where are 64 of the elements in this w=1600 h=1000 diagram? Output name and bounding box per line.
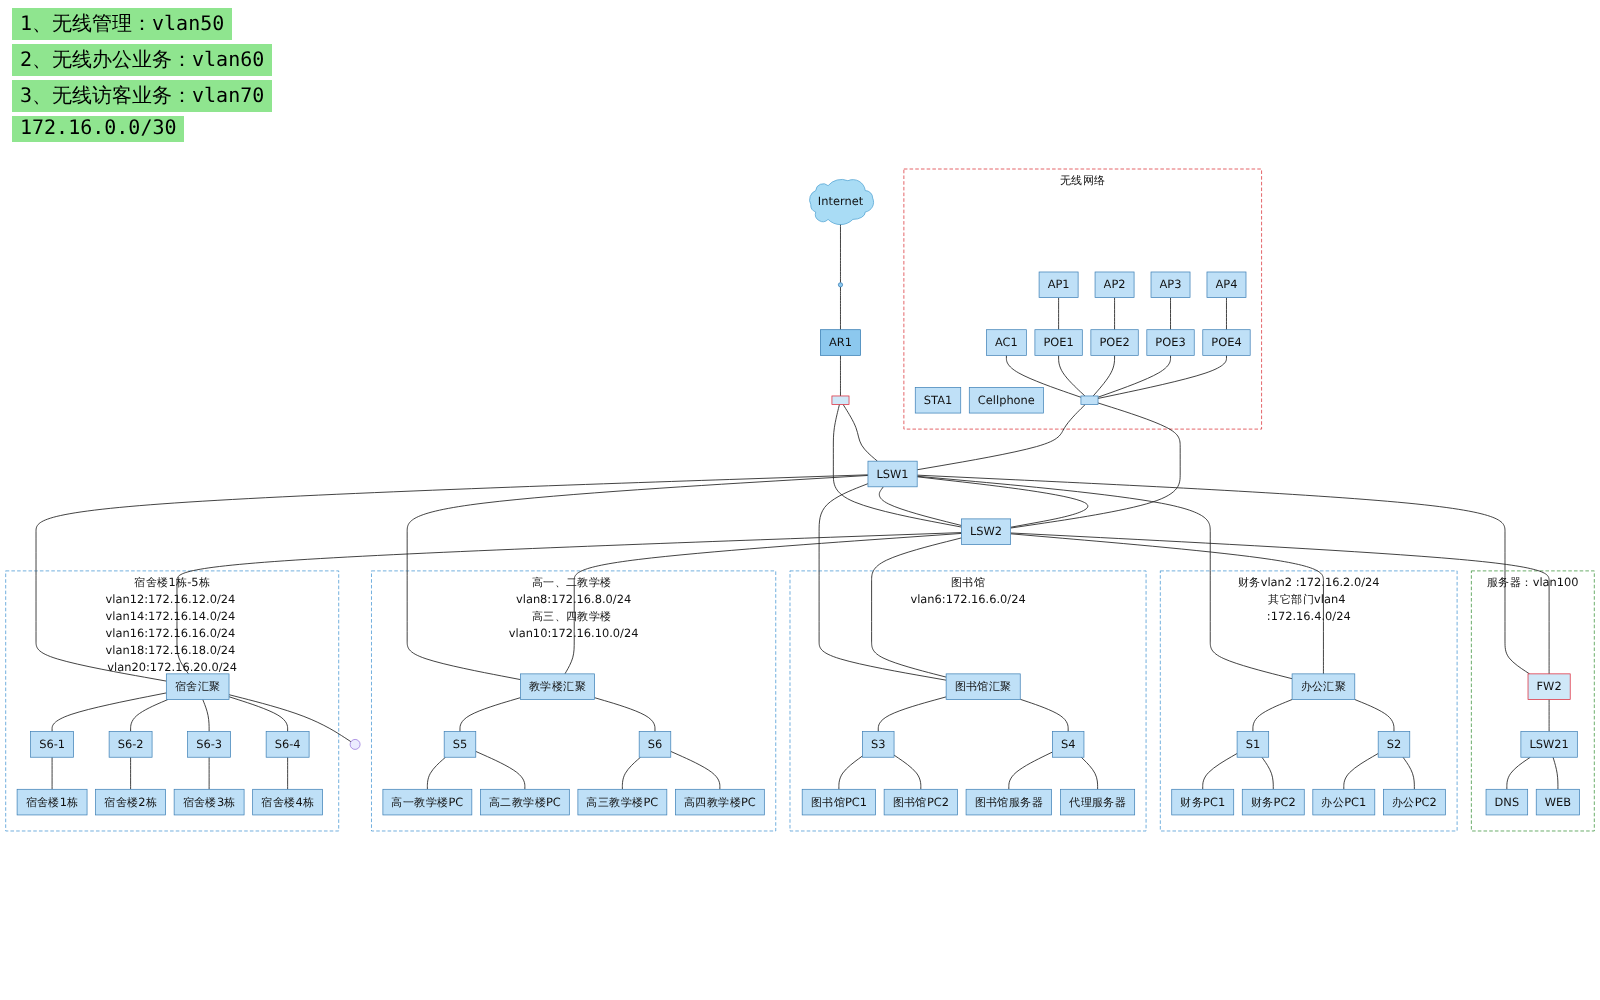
connector-line bbox=[670, 751, 721, 790]
connector-line bbox=[916, 476, 1089, 528]
connector-line bbox=[1005, 354, 1082, 398]
note-label: 172.16.0.0/30 bbox=[12, 116, 185, 142]
connector-line bbox=[871, 537, 962, 678]
connector-line bbox=[1170, 297, 1171, 331]
note-label: 1、无线管理：vlan50 bbox=[12, 8, 233, 40]
connector-line bbox=[621, 756, 641, 790]
connector-line bbox=[877, 696, 947, 732]
connector-line bbox=[51, 692, 167, 732]
connector-line bbox=[916, 474, 1530, 675]
connector-line bbox=[564, 533, 962, 675]
connector-line bbox=[1058, 354, 1086, 397]
connector-line bbox=[287, 756, 289, 790]
connector-line bbox=[832, 404, 962, 528]
connector-line bbox=[1114, 297, 1115, 331]
connector-line bbox=[1058, 297, 1060, 331]
node-box bbox=[831, 395, 850, 405]
connector-line bbox=[1019, 698, 1069, 732]
connector-line bbox=[130, 699, 169, 732]
connector-line bbox=[1202, 753, 1238, 790]
connector-line bbox=[842, 404, 878, 462]
connector-line bbox=[840, 223, 841, 284]
connector-line bbox=[459, 697, 521, 732]
connector-line bbox=[426, 756, 446, 790]
connector-line bbox=[51, 756, 53, 790]
connector-line bbox=[1548, 699, 1550, 732]
connector-line bbox=[208, 756, 210, 790]
connector-line bbox=[228, 696, 289, 732]
connector-line bbox=[228, 694, 352, 743]
connector-line bbox=[1097, 354, 1227, 399]
connector-line bbox=[130, 756, 132, 790]
connector-line bbox=[1506, 756, 1531, 790]
connector-line bbox=[1226, 297, 1227, 331]
connector-line bbox=[475, 751, 526, 790]
connector-line bbox=[916, 404, 1086, 471]
connector-line bbox=[1354, 699, 1395, 732]
connector-line bbox=[1552, 756, 1559, 790]
connector-line bbox=[594, 697, 656, 732]
connector-line bbox=[840, 286, 841, 331]
connector-line bbox=[1252, 699, 1293, 732]
connector-line bbox=[1010, 532, 1550, 675]
connector-line bbox=[1080, 756, 1099, 790]
connector-line bbox=[818, 483, 947, 681]
connector-line bbox=[916, 475, 1293, 680]
connector-line bbox=[1010, 533, 1324, 675]
connector-line bbox=[1092, 354, 1115, 397]
connector-line bbox=[1343, 753, 1379, 790]
connector-line bbox=[840, 354, 841, 397]
connector-line bbox=[838, 755, 863, 790]
connector-line bbox=[878, 486, 962, 526]
connector-line bbox=[202, 699, 210, 732]
connector-line bbox=[1010, 402, 1181, 529]
connector-line bbox=[1261, 756, 1274, 790]
connector-line bbox=[1402, 756, 1415, 790]
connector-line bbox=[176, 532, 962, 675]
note-label: 3、无线访客业务：vlan70 bbox=[12, 80, 273, 112]
connector-line bbox=[1008, 751, 1053, 790]
connector-line bbox=[893, 754, 922, 790]
connector-line bbox=[1097, 354, 1171, 398]
connector-line bbox=[35, 474, 869, 682]
note-label: 2、无线办公业务：vlan60 bbox=[12, 44, 273, 76]
node-box bbox=[1080, 395, 1099, 405]
node-circle bbox=[838, 282, 843, 288]
